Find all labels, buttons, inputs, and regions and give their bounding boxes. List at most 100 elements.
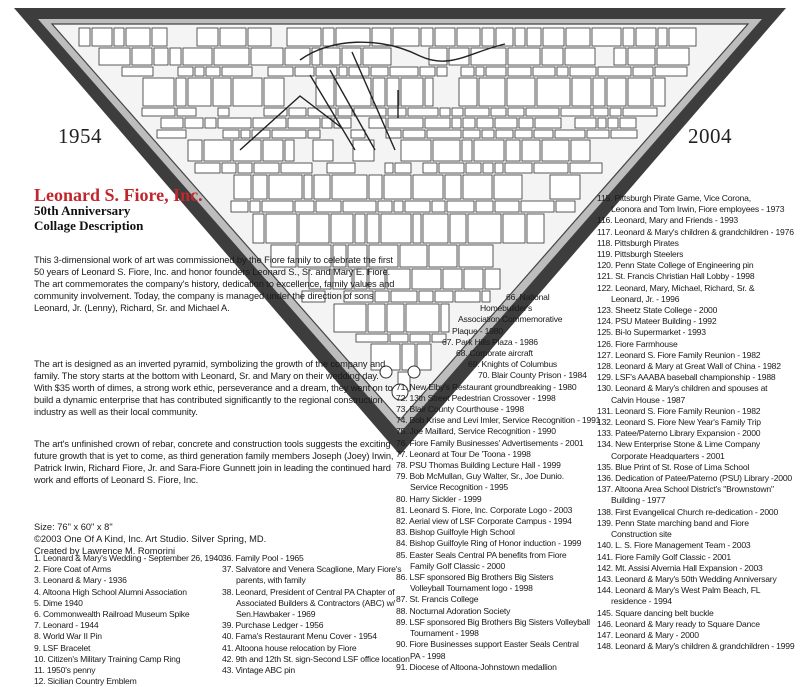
- list-item: 125. Bi-lo Supermarket - 1993: [597, 327, 706, 338]
- collage-item-box: [610, 129, 638, 139]
- list-item: 134. New Enterprise Stone & Lime Company: [597, 439, 761, 450]
- collage-item-box: [462, 129, 481, 139]
- collage-item-box: [534, 117, 562, 129]
- collage-item-box: [252, 174, 268, 200]
- collage-item-box: [347, 244, 368, 268]
- list-item: 11. 1950's penny: [34, 665, 96, 676]
- list-item: 142. Mt. Assisi Alvernia Hall Expansion …: [597, 562, 763, 573]
- collage-item-box: [337, 107, 353, 117]
- collage-item-box: [182, 47, 213, 66]
- collage-item-box: [458, 244, 494, 268]
- list-item: Service Recognition - 1995: [410, 482, 508, 493]
- collage-item-box: [315, 77, 335, 107]
- collage-item-box: [311, 47, 321, 66]
- collage-item-box: [286, 27, 322, 47]
- collage-item-box: [389, 333, 409, 343]
- collage-item-box: [176, 107, 197, 117]
- collage-item-box: [507, 66, 532, 77]
- collage-item-box: [263, 107, 288, 117]
- list-item: 119. Pittsburgh Steelers: [597, 249, 684, 260]
- list-item: 69. Knights of Columbus: [468, 359, 558, 370]
- collage-item-box: [526, 213, 545, 244]
- collage-item-box: [446, 200, 475, 213]
- collage-item-box: [315, 66, 338, 77]
- collage-item-box: [387, 117, 424, 129]
- list-item: 88. Nocturnal Adoration Society: [396, 605, 511, 616]
- collage-item-box: [494, 200, 520, 213]
- collage-item-box: [332, 268, 353, 290]
- collage-item-box: [249, 200, 261, 213]
- list-item: 87. St. Francis College: [396, 594, 479, 605]
- collage-item-box: [194, 66, 205, 77]
- collage-item-box: [280, 162, 313, 174]
- list-item: 145. Square dancing belt buckle: [597, 607, 714, 618]
- collage-item-box: [98, 47, 131, 66]
- collage-item-box: [368, 174, 383, 200]
- collage-item-box: [542, 27, 565, 47]
- collage-item-box: [284, 47, 311, 66]
- collage-item-box: [341, 47, 362, 66]
- collage-item-box: [520, 200, 555, 213]
- collage-key-list-right: 115. Pittsburgh Pirate Game, Vice Corona…: [597, 193, 797, 652]
- list-item: 146. Leonard & Mary ready to Square Danc…: [597, 618, 760, 629]
- collage-item-box: [233, 174, 252, 200]
- list-item: 139. Penn State marching band and Fiore: [597, 517, 749, 528]
- collage-item-box: [400, 139, 432, 162]
- list-item: 126. Fiore Farmhouse: [597, 338, 678, 349]
- collage-item-box: [343, 290, 374, 303]
- collage-item-box: [668, 27, 697, 47]
- list-item: Family Golf Classic - 2000: [410, 560, 506, 571]
- collage-item-box: [355, 333, 389, 343]
- collage-item-box: [592, 77, 606, 107]
- collage-item-box: [431, 333, 447, 343]
- collage-item-box: [525, 107, 560, 117]
- collage-item-box: [326, 162, 356, 174]
- collage-item-box: [389, 66, 419, 77]
- list-item: PA - 1998: [410, 650, 446, 661]
- company-name: Leonard S. Fiore, Inc.: [34, 185, 203, 205]
- collage-item-box: [405, 303, 440, 333]
- collage-item-box: [622, 107, 658, 117]
- collage-item-box: [506, 77, 536, 107]
- collage-item-box: [606, 77, 627, 107]
- collage-item-box: [592, 107, 609, 117]
- collage-item-box: [288, 107, 307, 117]
- collage-item-box: [377, 200, 393, 213]
- collage-item-box: [240, 129, 251, 139]
- collage-item-box: [432, 139, 461, 162]
- collage-item-box: [315, 200, 342, 213]
- collage-item-box: [532, 66, 556, 77]
- collage-item-box: [294, 66, 315, 77]
- collage-item-box: [652, 77, 666, 107]
- collage-item-box: [204, 117, 217, 129]
- creator-line: Created by Lawrence M. Romorini: [34, 545, 176, 556]
- collage-item-box: [386, 77, 400, 107]
- collage-item-box: [494, 162, 504, 174]
- collage-item-box: [78, 27, 91, 47]
- list-item: 133. Patee/Paterno Library Expansion - 2…: [597, 428, 761, 439]
- collage-item-box: [613, 47, 627, 66]
- collage-item-box: [374, 290, 390, 303]
- collage-item-box: [541, 47, 564, 66]
- list-item: 71. New Elby's Restaurant groundbreaking…: [396, 381, 577, 392]
- list-item: 40. Fama's Restaurant Menu Cover - 1954: [222, 631, 377, 642]
- collage-item-box: [175, 77, 187, 107]
- list-item: 129. LSF's AAABA baseball championship -…: [597, 372, 776, 383]
- list-item: 8. World War II Pin: [34, 631, 102, 642]
- collage-item-box: [565, 27, 591, 47]
- collage-item-box: [502, 213, 526, 244]
- collage-item-box: [287, 117, 321, 129]
- collage-item-box: [270, 244, 297, 268]
- subtitle-line-2: Collage Description: [34, 218, 144, 233]
- list-item: 74. Bob Krise and Levi Imler, Service Re…: [396, 415, 601, 426]
- list-item: 90. Fiore Businesses support Easter Seal…: [396, 639, 579, 650]
- list-item: Building - 1977: [611, 495, 666, 506]
- pyramid-base-medallions: [379, 365, 421, 401]
- collage-item-box: [386, 268, 411, 290]
- collage-item-box: [518, 117, 534, 129]
- list-item: 82. Aerial view of LSF Corporate Campus …: [396, 516, 572, 527]
- collage-item-box: [574, 117, 597, 129]
- collage-item-box: [353, 107, 387, 117]
- collage-item-box: [481, 129, 495, 139]
- collage-item-box: [372, 77, 386, 107]
